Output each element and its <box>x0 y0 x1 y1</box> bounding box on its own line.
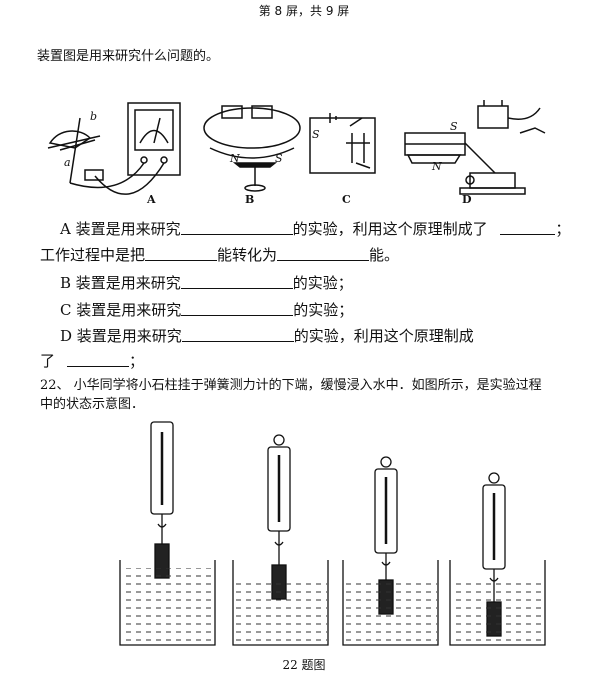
figure-label-d: D <box>462 193 472 206</box>
figure-b-drawing <box>203 105 301 192</box>
label-a-letter: a <box>64 156 71 169</box>
figure-label-c: C <box>342 193 351 206</box>
figure-caption: 22 题图 <box>282 658 326 672</box>
setup-3 <box>342 456 439 646</box>
question-22-line1: 22、 小华同学将小石柱挂于弹簧测力计的下端，缓慢浸入水中．如图所示，是实验过程 <box>40 378 542 393</box>
label-s-compass: S <box>275 152 283 165</box>
label-n-compass: N <box>229 152 240 165</box>
beaker-drawings <box>119 421 546 646</box>
question-a-line1: A 装置是用来研究的实验，利用这个原理制成了 ； <box>60 220 571 238</box>
figure-c-drawing <box>309 113 376 174</box>
blank-b[interactable] <box>180 274 293 289</box>
setup-4 <box>449 472 546 646</box>
intro-text: 装置图是用来研究什么问题的。 <box>37 49 220 64</box>
blank-a3[interactable] <box>145 246 218 261</box>
setup-1 <box>119 421 216 646</box>
question-d-line1: D 装置是用来研究的实验，利用这个原理制成 <box>60 327 474 345</box>
figure-a-drawing <box>47 102 181 195</box>
blank-a2[interactable] <box>500 220 556 235</box>
page-indicator: 第 8 屏，共 9 屏 <box>258 4 350 18</box>
label-s-switch: S <box>312 128 320 141</box>
label-b-letter: b <box>90 110 97 123</box>
blank-a1[interactable] <box>180 220 293 235</box>
blank-d2[interactable] <box>67 352 130 367</box>
figure-label-a: A <box>147 193 156 206</box>
spring-scale-figure <box>115 420 595 654</box>
apparatus-figure: b a N S S S N A B C D <box>40 88 560 293</box>
label-s-magnet: S <box>450 120 458 133</box>
question-c: C 装置是用来研究的实验； <box>60 301 354 319</box>
question-a-line2: 工作过程中是把能转化为能。 <box>40 246 400 264</box>
figure-label-b: B <box>245 193 255 206</box>
label-n-magnet: N <box>431 160 442 173</box>
blank-d1[interactable] <box>181 327 294 342</box>
question-b: B 装置是用来研究的实验； <box>60 274 353 292</box>
blank-c[interactable] <box>181 301 294 316</box>
blank-a4[interactable] <box>277 246 370 261</box>
figure-d-drawing <box>404 100 546 195</box>
question-d-line2: 了； <box>40 352 145 370</box>
apparatus-drawings: b a N S S S N <box>47 100 546 195</box>
question-22-line2: 中的状态示意图． <box>40 397 145 412</box>
setup-2 <box>232 434 329 646</box>
